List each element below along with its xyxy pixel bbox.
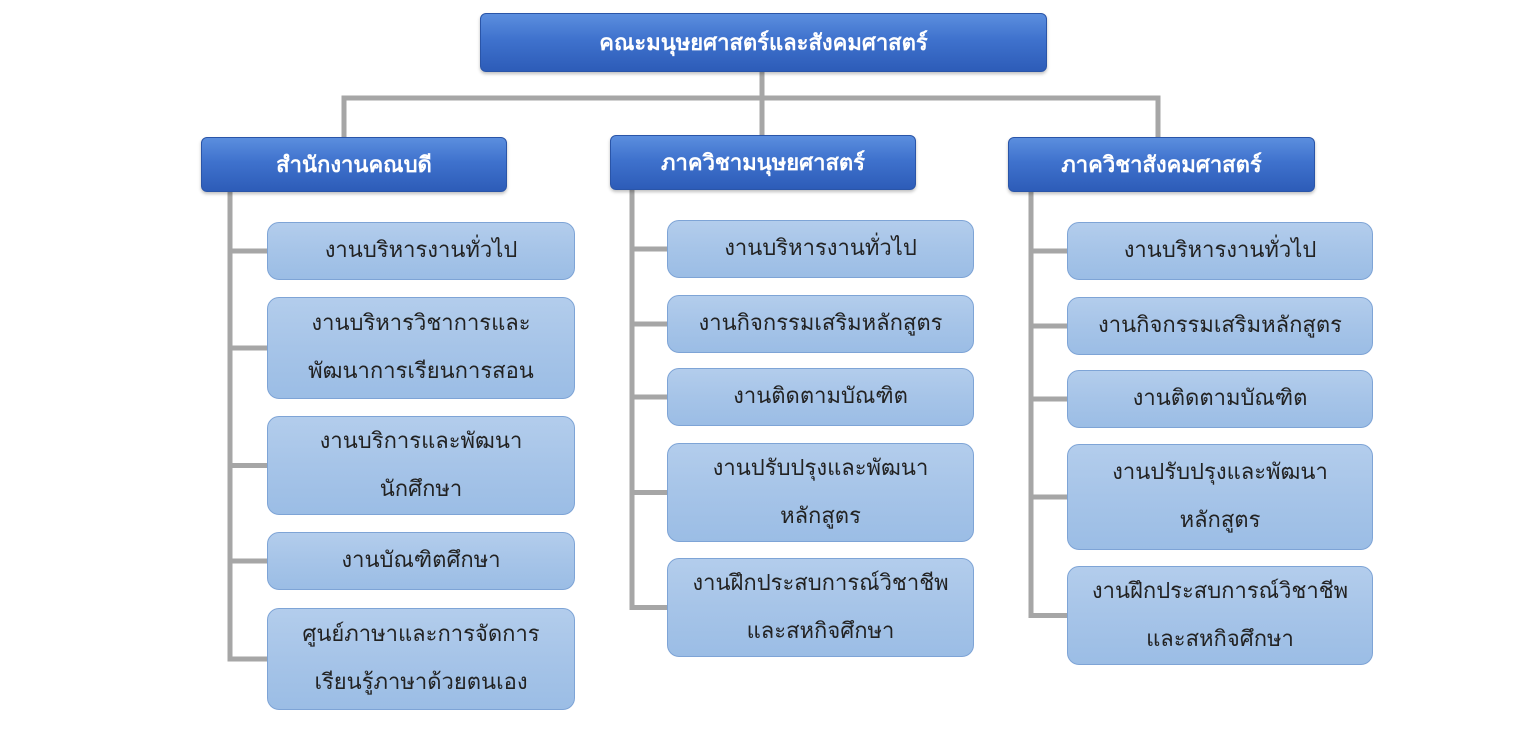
function-box-1-3: งานบริการและพัฒนา นักศึกษา bbox=[267, 416, 575, 515]
function-box-1-4: งานบัณฑิตศึกษา bbox=[267, 532, 575, 590]
function-box-3-5: งานฝึกประสบการณ์วิชาชีพ และสหกิจศึกษา bbox=[1067, 566, 1373, 665]
function-box-2-1: งานบริหารงานทั่วไป bbox=[667, 220, 974, 278]
department-header-2: ภาควิชามนุษยศาสตร์ bbox=[610, 135, 916, 190]
function-box-3-4: งานปรับปรุงและพัฒนา หลักสูตร bbox=[1067, 444, 1373, 550]
department-header-1: สำนักงานคณบดี bbox=[201, 137, 507, 192]
function-box-3-2: งานกิจกรรมเสริมหลักสูตร bbox=[1067, 297, 1373, 355]
function-box-2-3: งานติดตามบัณฑิต bbox=[667, 368, 974, 426]
department-header-3: ภาควิชาสังคมศาสตร์ bbox=[1008, 137, 1315, 192]
function-box-1-2: งานบริหารวิชาการและ พัฒนาการเรียนการสอน bbox=[267, 297, 575, 399]
function-box-1-1: งานบริหารงานทั่วไป bbox=[267, 222, 575, 280]
root-node: คณะมนุษยศาสตร์และสังคมศาสตร์ bbox=[480, 13, 1047, 72]
function-box-3-3: งานติดตามบัณฑิต bbox=[1067, 370, 1373, 428]
function-box-2-4: งานปรับปรุงและพัฒนา หลักสูตร bbox=[667, 443, 974, 542]
function-box-3-1: งานบริหารงานทั่วไป bbox=[1067, 222, 1373, 280]
function-box-1-5: ศูนย์ภาษาและการจัดการ เรียนรู้ภาษาด้วยตน… bbox=[267, 608, 575, 710]
function-box-2-5: งานฝึกประสบการณ์วิชาชีพ และสหกิจศึกษา bbox=[667, 558, 974, 657]
function-box-2-2: งานกิจกรรมเสริมหลักสูตร bbox=[667, 295, 974, 353]
